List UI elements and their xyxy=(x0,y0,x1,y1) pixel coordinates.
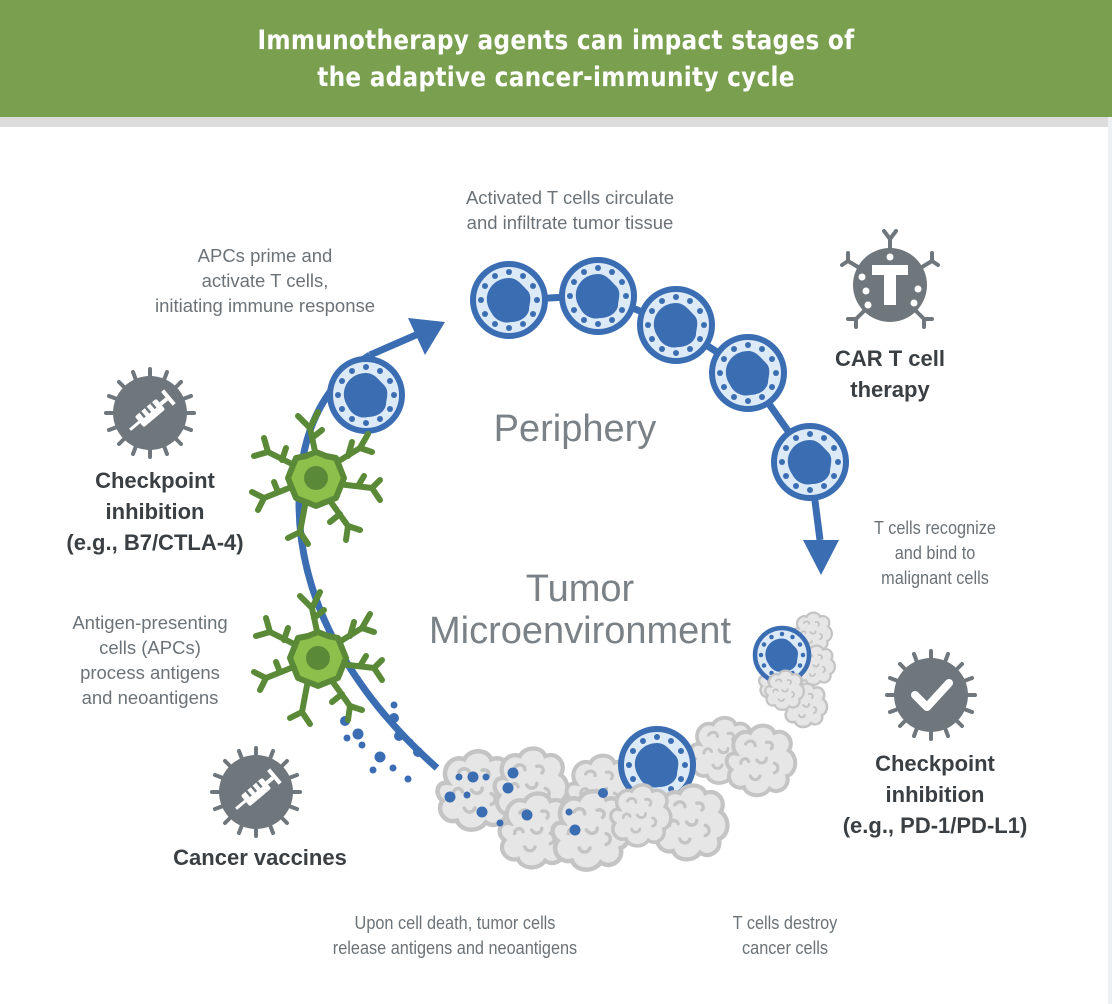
page-edge xyxy=(1108,117,1112,1004)
t-cell-primed xyxy=(330,359,402,431)
stage-text: and infiltrate tumor tissue xyxy=(466,212,674,233)
therapy-text: inhibition xyxy=(105,499,205,524)
prime-arrowhead xyxy=(408,318,445,355)
stage-label-circulate: Activated T cells circulate and infiltra… xyxy=(420,185,720,235)
therapy-text: therapy xyxy=(850,377,930,402)
therapy-text: Checkpoint xyxy=(95,468,215,493)
stage-text: process antigens xyxy=(80,662,220,683)
therapy-label-car-t: CAR T cell therapy xyxy=(800,343,980,405)
stage-text: initiating immune response xyxy=(154,295,376,316)
tumor-text-line-1: Tumor xyxy=(525,568,635,610)
stage-text: Activated T cells circulate xyxy=(465,187,675,208)
therapy-label-vaccines: Cancer vaccines xyxy=(140,842,380,873)
header-divider xyxy=(0,117,1112,127)
stage-text: release antigens and neoantigens xyxy=(332,937,578,958)
t-cell xyxy=(473,264,545,336)
stage-text: cancer cells xyxy=(742,937,828,958)
stage-label-recognize: T cells recognize and bind to malignant … xyxy=(851,515,1018,590)
therapy-text: (e.g., PD-1/PD-L1) xyxy=(842,813,1028,838)
tumor-antigen-particles xyxy=(444,767,608,836)
stage-label-apcs-prime: APCs prime and activate T cells, initiat… xyxy=(110,243,420,318)
syringe-icon xyxy=(104,367,196,459)
recognize-arrowhead xyxy=(803,540,839,575)
t-cell xyxy=(562,260,634,332)
header-banner xyxy=(0,0,1112,117)
t-cell xyxy=(712,337,784,409)
car-t-cell-icon xyxy=(840,229,940,329)
page-title: Immunotherapy agents can impact stages o… xyxy=(78,22,1034,96)
stage-label-destroy: T cells destroy cancer cells xyxy=(701,910,868,960)
stage-text: APCs prime and xyxy=(197,245,333,266)
tumor-text-line-2: Microenvironment xyxy=(429,610,731,652)
therapy-text: inhibition xyxy=(885,782,985,807)
therapy-text: Cancer vaccines xyxy=(173,845,347,870)
therapy-text: CAR T cell xyxy=(834,346,946,371)
t-cell xyxy=(640,289,712,361)
syringe-icon xyxy=(210,746,302,838)
stage-text: cells (APCs) xyxy=(99,637,201,658)
periphery-text: Periphery xyxy=(493,408,657,450)
checkmark-icon xyxy=(885,649,977,741)
stage-label-apc-process: Antigen-presenting cells (APCs) process … xyxy=(45,610,255,710)
title-line-2: the adaptive cancer-immunity cycle xyxy=(317,62,795,93)
stage-text: malignant cells xyxy=(881,567,989,588)
stage-text: Antigen-presenting xyxy=(72,612,228,633)
stage-text: and neoantigens xyxy=(81,687,219,708)
region-label-periphery: Periphery xyxy=(440,408,710,450)
t-cell xyxy=(774,426,846,498)
stage-text: activate T cells, xyxy=(201,270,329,291)
region-label-tumor-microenvironment: Tumor Microenvironment xyxy=(390,568,770,652)
therapy-text: Checkpoint xyxy=(875,751,995,776)
stage-label-cell-death: Upon cell death, tumor cells release ant… xyxy=(288,910,622,960)
therapy-text: (e.g., B7/CTLA-4) xyxy=(66,530,244,555)
stage-text: T cells recognize xyxy=(874,517,996,538)
tumor-cell xyxy=(609,783,673,848)
stage-text: T cells destroy xyxy=(732,912,838,933)
apc-cell-lower xyxy=(254,592,382,724)
tumor-cell xyxy=(727,726,796,796)
therapy-label-checkpoint-pd1: Checkpoint inhibition (e.g., PD-1/PD-L1) xyxy=(815,748,1055,841)
therapy-label-checkpoint-ctla4: Checkpoint inhibition (e.g., B7/CTLA-4) xyxy=(40,465,270,558)
stage-text: Upon cell death, tumor cells xyxy=(354,912,556,933)
tumor-cell xyxy=(764,669,805,711)
stage-text: and bind to xyxy=(894,542,976,563)
title-line-1: Immunotherapy agents can impact stages o… xyxy=(257,25,855,56)
